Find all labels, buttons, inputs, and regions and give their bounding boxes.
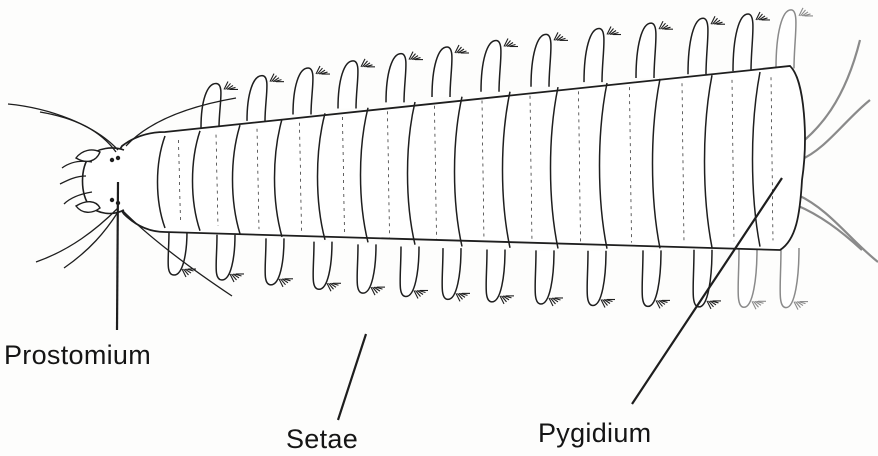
parapodium xyxy=(535,250,554,304)
pygidium-label: Pygidium xyxy=(538,418,651,449)
prostomium-pointer-line xyxy=(117,182,118,330)
setae-pointer-line xyxy=(338,334,366,420)
parapodium xyxy=(780,248,799,308)
parapodium xyxy=(486,249,505,301)
parapodium xyxy=(733,14,753,71)
parapodium xyxy=(584,29,604,83)
parapodium xyxy=(216,235,235,280)
parapodium xyxy=(400,246,419,296)
parapodium xyxy=(442,248,461,299)
pygidial-cirrus xyxy=(800,100,870,160)
parapodium xyxy=(432,47,452,97)
palp-lower xyxy=(76,202,100,213)
parapodium xyxy=(386,54,406,103)
parapodium xyxy=(688,18,708,74)
parapodium xyxy=(338,61,358,109)
parapodium xyxy=(531,34,551,86)
parapodium xyxy=(481,40,501,91)
eye xyxy=(116,156,120,160)
parapodium xyxy=(738,249,757,307)
parapodium xyxy=(357,244,376,293)
parapodium xyxy=(313,242,332,290)
pygidial-cirrus xyxy=(798,195,878,262)
prostomium-label: Prostomium xyxy=(4,340,151,371)
antenna xyxy=(36,208,118,262)
parapodium xyxy=(642,250,661,306)
parapodium xyxy=(587,251,606,306)
antenna xyxy=(64,212,118,268)
parapodium xyxy=(265,238,284,284)
eye xyxy=(110,198,114,202)
antenna xyxy=(40,112,116,152)
eye xyxy=(110,158,114,162)
setae-label: Setae xyxy=(286,424,358,455)
antenna xyxy=(8,104,118,150)
pygidial-cirrus xyxy=(796,205,862,250)
parapodium xyxy=(293,68,313,114)
parapodium xyxy=(636,23,656,78)
parapodium xyxy=(776,10,796,68)
parapodium xyxy=(247,76,267,121)
